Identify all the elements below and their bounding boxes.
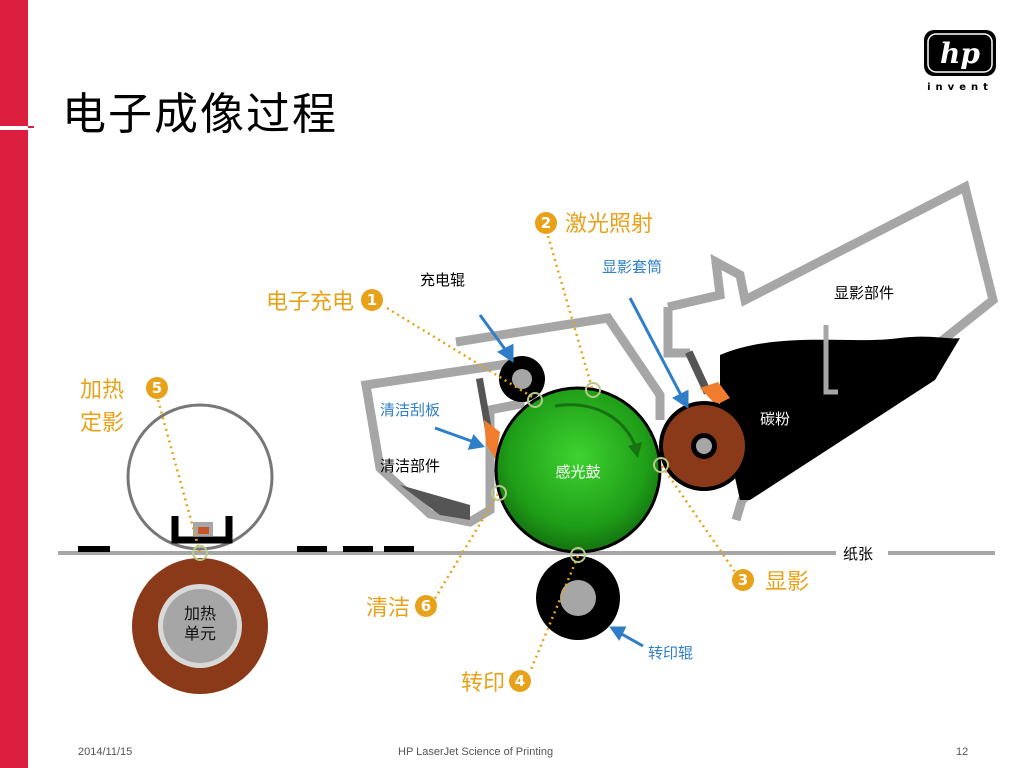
- pointer-charge-roller-head: [497, 343, 514, 363]
- step-6-badge: 6: [415, 595, 437, 617]
- hp-logo-badge: [924, 30, 996, 76]
- cleaning-blade-tip: [484, 420, 500, 460]
- step-2-label: 激光照射: [565, 212, 653, 237]
- cleaning-blade-label: 清洁刮板: [380, 401, 440, 419]
- doctor-blade-tip: [700, 382, 730, 405]
- pointer-cleaning-blade: [434, 426, 475, 444]
- leader-step-6: [432, 493, 500, 601]
- contact-laser: [585, 382, 601, 398]
- pointer-developer-sleeve-head: [672, 389, 689, 409]
- contact-fuse: [192, 545, 208, 561]
- heating-unit-label-line2: 单元: [184, 624, 216, 643]
- transfer-roller-label: 转印辊: [648, 644, 693, 662]
- paper-label: 纸张: [843, 545, 873, 563]
- developer-axle: [696, 438, 712, 454]
- step-3-label: 显影: [765, 570, 809, 595]
- step-3-badge: 3: [732, 569, 754, 591]
- pointer-charge-roller: [478, 314, 509, 353]
- footer-title: HP LaserJet Science of Printing: [398, 746, 554, 758]
- contact-develop: [653, 457, 669, 473]
- svg-text:1: 1: [367, 291, 377, 309]
- contact-clean: [491, 485, 507, 501]
- svg-text:2: 2: [541, 214, 551, 232]
- hp-logo-ring: [927, 33, 993, 73]
- charge-roller-label: 充电辊: [420, 271, 465, 289]
- step-5-label-line1: 加热: [80, 378, 124, 403]
- drum-rotation-arrow: [554, 403, 638, 449]
- svg-text:3: 3: [738, 571, 748, 589]
- toner-agitator: [823, 325, 838, 395]
- hp-logo-text: hp: [940, 37, 980, 70]
- photosensitive-drum: [494, 386, 662, 554]
- contact-transfer: [570, 547, 586, 563]
- charge-roller-housing: [455, 313, 665, 420]
- heater-core: [198, 527, 209, 534]
- toner-dash: [78, 546, 110, 552]
- step-4-badge: 4: [509, 670, 531, 692]
- developer-sleeve-label: 显影套筒: [602, 258, 662, 276]
- pointer-transfer-roller-head: [609, 626, 627, 641]
- heating-roller-core: [163, 589, 237, 663]
- pointer-developer-sleeve: [628, 297, 684, 398]
- toner-dash: [343, 546, 373, 552]
- pressure-roller: [126, 403, 274, 551]
- step-5-badge: 5: [146, 377, 168, 399]
- developer-unit-label: 显影部件: [834, 284, 894, 302]
- step-2-badge: 2: [535, 212, 557, 234]
- transfer-roller-axle: [560, 580, 596, 616]
- pointer-cleaning-blade-head: [467, 434, 485, 450]
- step-1-badge: 1: [361, 289, 383, 311]
- cleaning-unit-label: 清洁部件: [380, 457, 440, 475]
- toner-mass: [720, 336, 960, 500]
- title-underline-accent: [28, 126, 34, 128]
- contact-charge: [527, 392, 543, 408]
- waste-toner: [400, 485, 470, 520]
- toner-label: 碳粉: [760, 410, 790, 428]
- doctor-blade: [685, 350, 712, 395]
- paper-label-bg: [836, 541, 888, 565]
- svg-text:6: 6: [421, 597, 431, 615]
- footer-date: 2014/11/15: [78, 746, 133, 758]
- step-1-label: 电子充电: [266, 290, 354, 315]
- footer-page-number: 12: [956, 746, 969, 758]
- leader-step-5: [156, 399, 202, 554]
- toner-dash: [384, 546, 414, 552]
- hp-logo-tagline: invent: [927, 82, 993, 93]
- heater-holder: [171, 516, 233, 544]
- drum-label: 感光鼓: [555, 463, 600, 481]
- charge-roller-axle: [512, 369, 532, 389]
- heating-unit-label-line1: 加热: [184, 604, 216, 623]
- left-accent-bar: [0, 0, 28, 768]
- svg-text:5: 5: [152, 379, 162, 397]
- svg-text:4: 4: [515, 672, 525, 690]
- leader-step-2: [546, 235, 594, 389]
- step-4-label: 转印: [461, 671, 505, 696]
- step-6-label: 清洁: [366, 596, 410, 621]
- page-title: 电子成像过程: [62, 89, 338, 140]
- toner-dash: [297, 546, 327, 552]
- developer-housing-lip: [663, 307, 690, 358]
- hp-logo: hp invent: [924, 30, 996, 93]
- step-5-label-line2: 定影: [80, 411, 124, 436]
- accent-notch: [0, 126, 28, 130]
- drum-rotation-arrowhead: [628, 442, 642, 458]
